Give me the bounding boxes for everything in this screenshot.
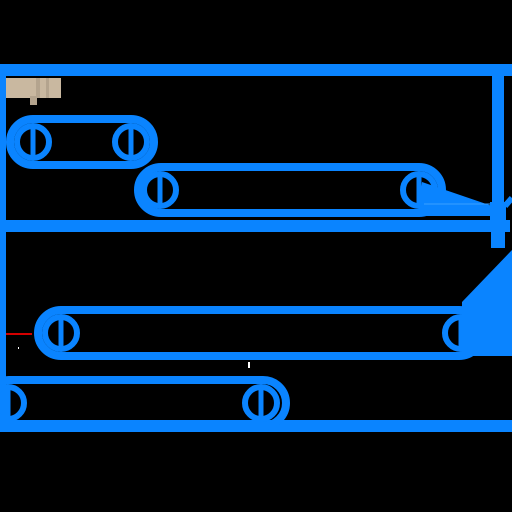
white-dot — [18, 347, 19, 349]
crate-stripe — [46, 78, 49, 98]
conveyor-belt-4[interactable] — [0, 376, 290, 430]
lever-body[interactable] — [490, 202, 506, 222]
lever-arm — [502, 196, 512, 208]
lower-ramp — [462, 250, 512, 356]
red-marker — [6, 333, 32, 335]
belt-loop[interactable] — [6, 115, 158, 169]
white-marker — [248, 362, 250, 368]
right-post — [492, 72, 504, 232]
roller — [42, 314, 80, 352]
right-lever[interactable] — [490, 196, 512, 222]
roller — [112, 123, 150, 161]
middle-rail — [0, 220, 510, 232]
roller — [141, 171, 179, 209]
crate-box[interactable] — [6, 78, 61, 98]
right-post-foot — [491, 230, 505, 248]
roller — [14, 123, 52, 161]
upper-ramp — [418, 182, 498, 216]
top-rail — [0, 64, 512, 76]
left-post-lower — [0, 232, 6, 432]
crate-post — [30, 96, 37, 105]
belt-loop[interactable] — [0, 376, 290, 430]
roller — [242, 384, 280, 422]
left-post-upper — [0, 64, 6, 232]
roller — [0, 384, 27, 422]
crate-stripe — [36, 78, 40, 98]
crate[interactable] — [6, 78, 61, 105]
conveyor-belt-1[interactable] — [6, 115, 158, 169]
